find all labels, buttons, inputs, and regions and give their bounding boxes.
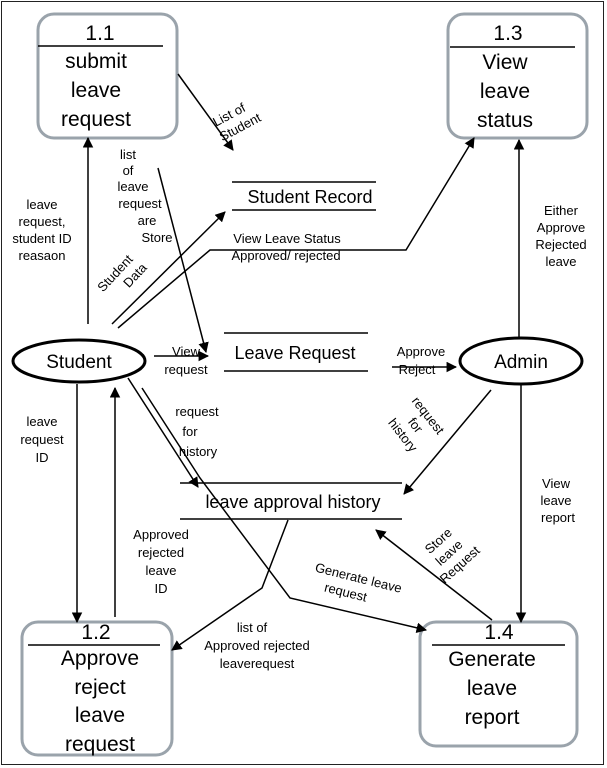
flow-label-line: are (138, 213, 157, 228)
flow-label-line: leave (26, 197, 57, 212)
process-1-4: 1.4 Generate leave report (418, 620, 579, 748)
process-number: 1.4 (484, 621, 514, 644)
label-leave-request-student-id: leave request, student ID reasaon (12, 197, 71, 263)
flow-label-line: leave (540, 493, 571, 508)
process-1-1: 1.1 submit leave request (36, 12, 179, 140)
process-label-line: Approve (61, 647, 139, 670)
flow-label-line: Approved/ rejected (231, 248, 340, 263)
flow-arrow (141, 387, 428, 633)
process-label-line: View (482, 51, 528, 74)
store-student-record: Student Record (232, 181, 376, 211)
process-number: 1.1 (85, 22, 114, 45)
flow-label-line: for (182, 424, 198, 439)
label-student-data: Student Data (94, 251, 150, 294)
flow-arrow (375, 529, 493, 621)
process-label-line: report (465, 706, 520, 729)
label-request-for-history-right: request for history (385, 394, 447, 456)
process-number: 1.3 (493, 22, 522, 45)
flow-label-line: Rejected (535, 237, 586, 252)
process-label-line: submit (65, 50, 127, 73)
flow-arrow (111, 211, 226, 325)
flow-label-line: request (164, 362, 208, 377)
flow-label-line: of (123, 163, 134, 178)
flow-label-line: Approved (133, 527, 189, 542)
flow-label-line: leaverequest (220, 656, 295, 671)
flow-label-line: Store (141, 230, 172, 245)
process-label-line: leave (75, 704, 125, 727)
store-leave-request: Leave Request (224, 332, 368, 372)
label-approve-reject: Approve Reject (397, 344, 445, 377)
flow-label-line: Approve (537, 220, 585, 235)
label-view-leave-status: View Leave Status Approved/ rejected (231, 231, 341, 263)
label-store-leave-request: Store leave Request (422, 525, 483, 587)
entity-label: Student (46, 352, 112, 373)
label-list-of-leave-request-stored: list of leave request are Store (117, 147, 172, 245)
flow-arrow (177, 73, 234, 151)
label-leave-request-id: leave request ID (20, 414, 64, 465)
flow-label-line: leave (145, 563, 176, 578)
process-1-3: 1.3 View leave status (446, 12, 589, 140)
flow-label-line: report (541, 510, 575, 525)
entity-admin: Admin (458, 336, 584, 386)
flow-label-line: request, (19, 214, 66, 229)
flow-label-line: View Leave Status (233, 231, 341, 246)
flow-label-line: history (179, 444, 218, 459)
flow-label-line: student ID (12, 231, 71, 246)
process-label-line: leave (71, 79, 121, 102)
process-label-line: leave (480, 80, 530, 103)
label-approved-rejected-leave-id: Approved rejected leave ID (133, 527, 189, 596)
flow-label-line: Approved rejected (204, 638, 310, 653)
process-label-line: Generate (448, 648, 536, 671)
flow-label-line: reasaon (19, 248, 66, 263)
process-1-2: 1.2 Approve reject leave request (20, 620, 174, 757)
flow-arrow (157, 167, 209, 354)
process-label-line: reject (74, 676, 126, 699)
process-label-line: leave (467, 677, 517, 700)
flow-label-line: Either (544, 203, 579, 218)
entity-student: Student (11, 338, 147, 384)
flow-arrow (171, 519, 289, 651)
store-leave-approval-history: leave approval history (180, 482, 402, 520)
store-label: Leave Request (234, 343, 355, 363)
process-number: 1.2 (81, 621, 110, 644)
label-view-leave-report: View leave report (540, 476, 575, 525)
process-label-line: request (65, 733, 135, 756)
label-generate-leave-request: Generate leave request (314, 560, 404, 605)
flow-arrow (117, 137, 475, 329)
flow-label-line: request (175, 404, 219, 419)
flow-label-line: Reject (399, 362, 436, 377)
label-either-approve-rejected: Either Approve Rejected leave (535, 203, 586, 269)
flow-label-line: ID (155, 581, 168, 596)
flow-label-line: leave (117, 179, 148, 194)
flow-arrow (127, 377, 199, 488)
store-label: Student Record (247, 187, 372, 207)
flow-arrow (403, 389, 492, 495)
label-list-of-approved-rejected: list of Approved rejected leaverequest (204, 620, 310, 671)
process-label-line: request (61, 108, 131, 131)
flow-label-line: request (118, 196, 162, 211)
label-list-of-student: List of Student (210, 100, 264, 144)
label-view-request: View request (164, 344, 208, 377)
flow-label-line: rejected (138, 545, 184, 560)
entity-label: Admin (494, 352, 548, 373)
flow-label-line: list of (237, 620, 268, 635)
flow-label-line: leave (545, 254, 576, 269)
store-label: leave approval history (205, 492, 380, 512)
flow-label-line: ID (36, 450, 49, 465)
flow-arrows (71, 73, 527, 651)
process-label-line: status (477, 109, 533, 132)
flow-label-line: list (120, 147, 136, 162)
label-request-for-history-left: request for history (175, 404, 219, 459)
flow-label-line: Approve (397, 344, 445, 359)
flow-label-line: request (20, 432, 64, 447)
flow-label-line: View (172, 344, 201, 359)
flow-label-line: leave (26, 414, 57, 429)
flow-label-line: View (542, 476, 571, 491)
